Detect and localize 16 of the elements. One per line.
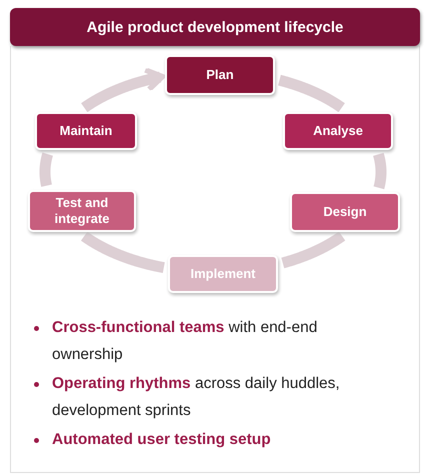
bullet-text: Automated user testing setup — [52, 431, 271, 448]
title-banner: Agile product development lifecycle — [10, 8, 420, 46]
process-box — [290, 192, 400, 232]
step-label: Plan — [206, 67, 234, 83]
step-label: Test and integrate — [54, 195, 110, 227]
process-box — [165, 55, 275, 95]
step-label: Maintain — [60, 123, 112, 139]
process-box — [283, 112, 393, 150]
arrow — [79, 67, 166, 113]
process-box — [35, 112, 137, 150]
process-box — [168, 255, 278, 293]
bullet-text: Operating rhythms across daily huddles, development sprints — [52, 375, 340, 419]
step-label: Implement — [190, 266, 256, 282]
step-label: Design — [323, 204, 367, 220]
process-box — [28, 190, 136, 232]
step-label: Analyse — [313, 123, 363, 139]
